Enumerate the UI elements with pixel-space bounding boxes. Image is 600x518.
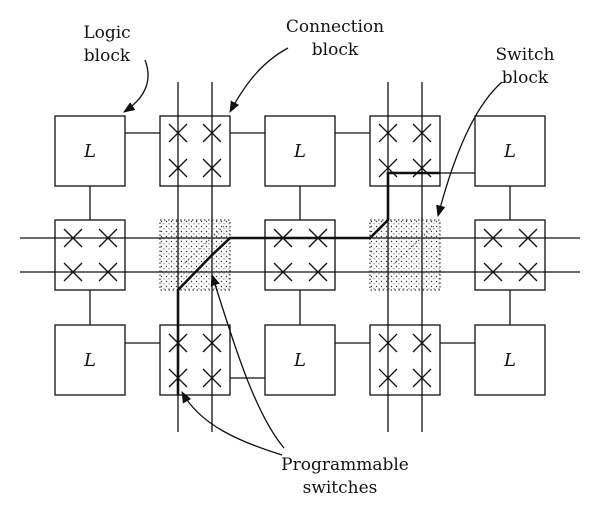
- connection-block: [369, 115, 441, 187]
- logic-block: [264, 324, 336, 396]
- connection-block-label-line1: Connection: [286, 17, 384, 37]
- switch-cross-icon: [412, 333, 432, 353]
- switch-cross-icon: [63, 228, 83, 248]
- connection-block: [264, 219, 336, 291]
- switch-cross-stroke: [483, 228, 503, 248]
- switch-cross-stroke: [202, 158, 222, 178]
- switch-cross-icon: [412, 123, 432, 143]
- switch-block: [159, 219, 231, 291]
- switch-block-arrow: [436, 81, 503, 218]
- logic-block: [54, 324, 126, 396]
- switch-cross-stroke: [378, 333, 398, 353]
- switch-cross-icon: [273, 262, 293, 282]
- switch-block-label-line2: block: [502, 68, 549, 88]
- logic-block-label-line2: block: [84, 46, 131, 66]
- logic-block-letter: L: [83, 141, 96, 162]
- connection-block: [159, 115, 231, 187]
- logic-block-letter: L: [293, 141, 306, 162]
- switch-cross-icon: [378, 368, 398, 388]
- logic-blocks: [54, 115, 546, 396]
- connection-block: [159, 324, 231, 396]
- connection-block-arrow: [229, 47, 289, 114]
- switch-cross-icon: [98, 262, 118, 282]
- switch-cross-stroke: [412, 368, 432, 388]
- logic-block: [54, 115, 126, 187]
- switch-cross-icon: [483, 262, 503, 282]
- switch-block: [369, 219, 441, 291]
- logic-block-label-line1: Logic: [83, 23, 130, 43]
- switch-block-internal: [184, 224, 226, 264]
- switch-block-label-line1: Switch: [496, 45, 555, 65]
- switch-cross-stroke: [412, 123, 432, 143]
- switch-cross-stroke: [378, 158, 398, 178]
- horizontal-tracks: [20, 237, 580, 273]
- switch-cross-icon: [202, 333, 222, 353]
- connection-blocks: [54, 115, 546, 396]
- switch-cross-icon: [202, 158, 222, 178]
- routed-signal-path: [176, 171, 440, 395]
- switch-cross-stroke: [168, 158, 188, 178]
- switch-cross-stroke: [518, 228, 538, 248]
- logic-block: [474, 324, 546, 396]
- switch-cross-stroke: [412, 333, 432, 353]
- switch-cross-icon: [378, 123, 398, 143]
- switch-block-internal: [394, 224, 436, 264]
- connection-block: [474, 219, 546, 291]
- logic-block-letter: L: [293, 350, 306, 371]
- programmable-switches-label-line1: Programmable: [281, 455, 409, 475]
- switch-cross-icon: [518, 228, 538, 248]
- connection-block: [54, 219, 126, 291]
- switch-cross-stroke: [63, 228, 83, 248]
- programmable-switch-arrow: [210, 273, 285, 449]
- switch-cross-icon: [168, 123, 188, 143]
- switch-cross-icon: [308, 262, 328, 282]
- logic-block: [474, 115, 546, 187]
- connection-block-label-line2: block: [312, 40, 359, 60]
- switch-cross-icon: [483, 228, 503, 248]
- switch-cross-stroke: [98, 262, 118, 282]
- switch-blocks: [159, 219, 441, 291]
- switch-cross-stroke: [483, 262, 503, 282]
- logic-block-letter: L: [503, 350, 516, 371]
- switch-cross-stroke: [518, 262, 538, 282]
- connection-block: [369, 324, 441, 396]
- switch-cross-icon: [202, 123, 222, 143]
- switch-cross-stroke: [308, 262, 328, 282]
- logic-block-letter: L: [503, 141, 516, 162]
- switch-cross-stroke: [273, 262, 293, 282]
- switch-cross-stroke: [378, 368, 398, 388]
- switch-cross-stroke: [63, 262, 83, 282]
- switch-cross-stroke: [168, 123, 188, 143]
- logic-block-letter: L: [83, 350, 96, 371]
- annotation-arrows: [123, 47, 503, 456]
- switch-cross-icon: [168, 158, 188, 178]
- switch-cross-stroke: [98, 228, 118, 248]
- logic-block-arrow: [123, 59, 149, 113]
- logic-block-letters: L L L L L L: [83, 141, 516, 371]
- programmable-switches-label-line2: switches: [303, 478, 378, 498]
- switch-cross-stroke: [378, 123, 398, 143]
- switch-cross-stroke: [202, 333, 222, 353]
- programmable-switch-arrow: [181, 390, 283, 456]
- switch-cross-icon: [378, 333, 398, 353]
- switch-cross-icon: [63, 262, 83, 282]
- switch-cross-stroke: [202, 123, 222, 143]
- switch-cross-icon: [518, 262, 538, 282]
- switch-cross-icon: [98, 228, 118, 248]
- logic-block: [264, 115, 336, 187]
- switch-cross-stroke: [202, 368, 222, 388]
- annotation-labels: Logic block Connection block Switch bloc…: [83, 17, 554, 498]
- switch-cross-icon: [202, 368, 222, 388]
- short-wires: [89, 132, 511, 379]
- switch-cross-icon: [412, 368, 432, 388]
